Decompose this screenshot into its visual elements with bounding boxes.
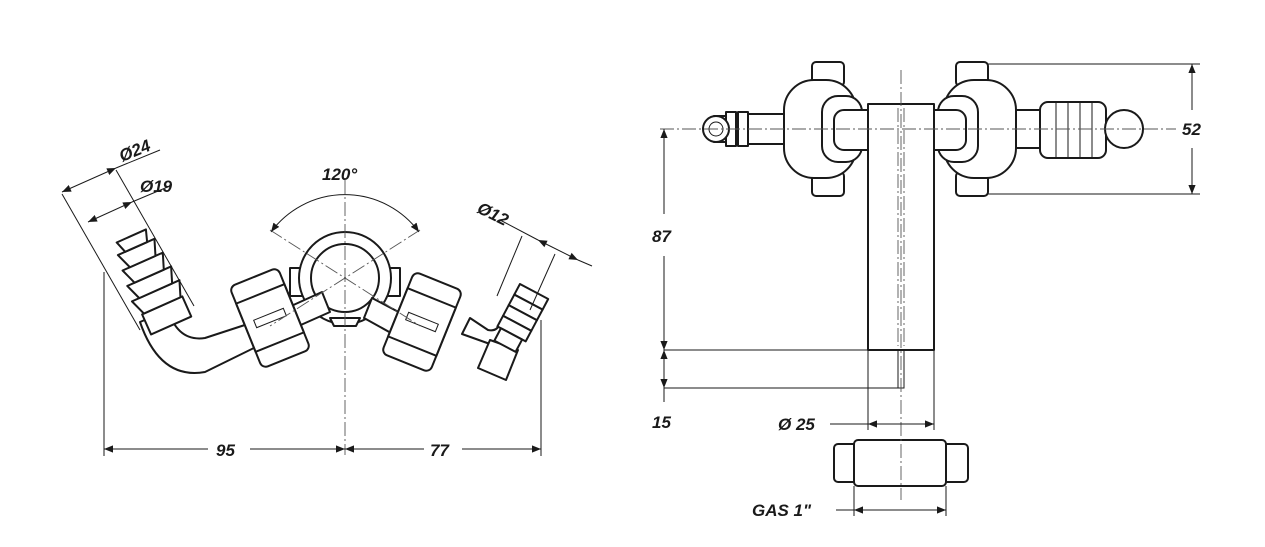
left-hose-barb	[115, 228, 193, 336]
right-hose-barb	[493, 283, 550, 353]
height-87-label: 87	[652, 227, 672, 246]
side-view: 120° Ø24 Ø19 Ø12 95 77	[61, 136, 593, 460]
height-52-label: 52	[1182, 120, 1201, 139]
left-union-nut	[230, 268, 310, 368]
stem-diameter-label: Ø 25	[778, 415, 815, 434]
diameter-12-label: Ø12	[474, 199, 512, 230]
front-right-barb	[1009, 101, 1144, 159]
diameter-24-label: Ø24	[116, 136, 153, 166]
diameter-19-label: Ø19	[140, 177, 173, 196]
width-95-label: 95	[216, 441, 235, 460]
angle-label: 120°	[322, 165, 357, 184]
stub-15-label: 15	[652, 413, 671, 432]
width-77-label: 77	[430, 441, 450, 460]
right-union-nut	[382, 272, 462, 372]
thread-size-label: GAS 1"	[752, 501, 812, 520]
front-view: 52 87 15 Ø 25 GAS 1"	[652, 61, 1201, 520]
